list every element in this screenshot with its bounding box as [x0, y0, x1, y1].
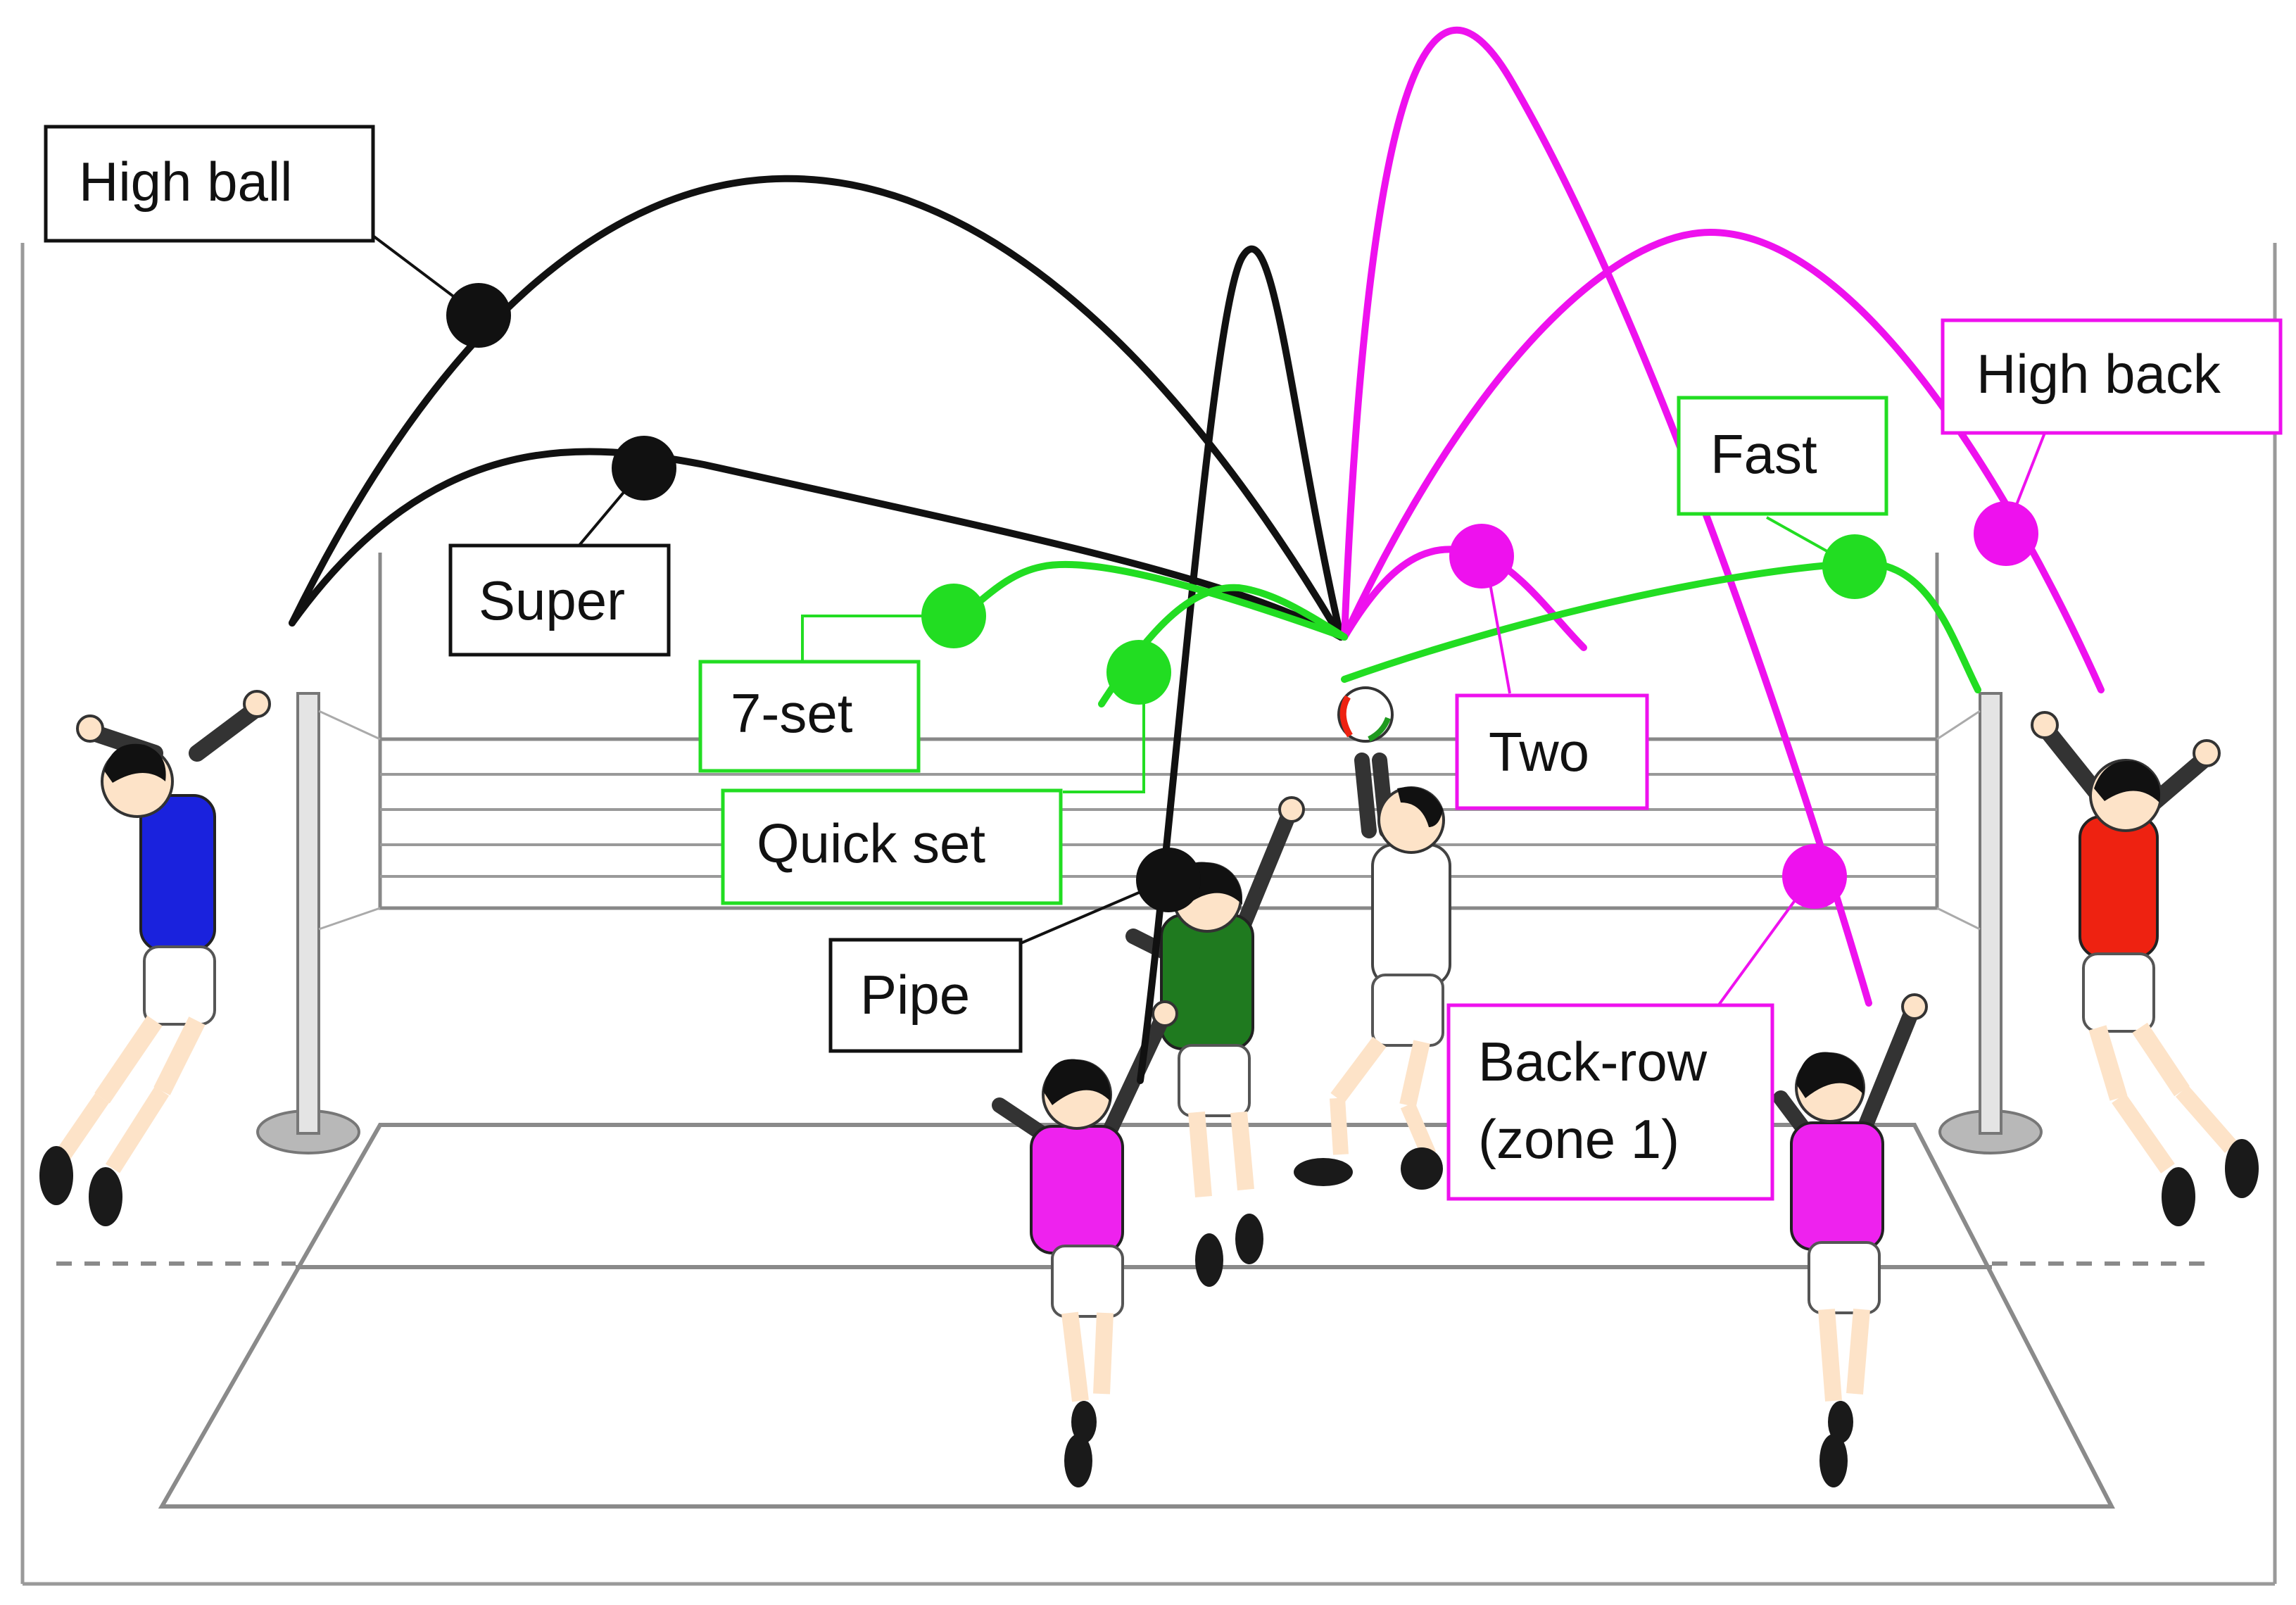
- player-right-red: [2031, 711, 2259, 1226]
- frame: [20, 243, 2277, 1586]
- label-quick-set-text: Quick set: [757, 812, 985, 874]
- court: [56, 1123, 2217, 1509]
- label-super: Super: [448, 543, 671, 657]
- label-back-row-line1: Back-row: [1478, 1031, 1708, 1093]
- label-fast: Fast: [1677, 396, 1888, 516]
- trajectory-high-ball: [289, 175, 1344, 641]
- label-two: Two: [1455, 693, 1649, 810]
- label-back-row: Back-row (zone 1): [1446, 1003, 1774, 1201]
- label-super-text: Super: [479, 569, 625, 631]
- marker-quick-set: [1106, 640, 1171, 705]
- label-quick-set: Quick set: [721, 788, 1063, 905]
- label-seven-set: 7-set: [698, 660, 921, 773]
- trajectory-seven-set: [954, 560, 1348, 641]
- marker-pipe: [1136, 848, 1201, 912]
- label-high-ball-text: High ball: [79, 151, 293, 213]
- trajectories-black: [289, 175, 1344, 1084]
- label-high-ball: High ball: [44, 125, 375, 243]
- marker-super: [612, 436, 676, 501]
- player-setter: [1294, 753, 1451, 1190]
- label-seven-set-text: 7-set: [731, 682, 853, 744]
- marker-fast: [1822, 534, 1887, 599]
- player-pink-left: [992, 1000, 1178, 1487]
- trajectory-back-row: [1341, 26, 1872, 1007]
- label-two-text: Two: [1489, 721, 1589, 783]
- marker-two: [1449, 524, 1514, 588]
- label-high-back: High back: [1941, 318, 2283, 435]
- trajectory-high-back: [1341, 228, 2105, 693]
- volleyball: [1337, 686, 1394, 743]
- player-left-blue: [39, 690, 271, 1226]
- marker-high-ball: [446, 283, 511, 348]
- label-pipe: Pipe: [828, 938, 1023, 1053]
- label-pipe-text: Pipe: [860, 964, 970, 1026]
- marker-back-row: [1782, 844, 1847, 909]
- label-high-back-text: High back: [1976, 343, 2221, 405]
- trajectory-fast: [1341, 559, 1981, 693]
- label-fast-text: Fast: [1710, 423, 1817, 485]
- player-pink-right: [1773, 993, 1928, 1487]
- label-back-row-line2: (zone 1): [1478, 1108, 1679, 1170]
- marker-seven-set: [921, 584, 986, 648]
- marker-high-back: [1974, 501, 2038, 566]
- markers: [372, 234, 2046, 1008]
- trajectory-pipe: [1137, 245, 1344, 1084]
- trajectory-super: [289, 448, 1344, 641]
